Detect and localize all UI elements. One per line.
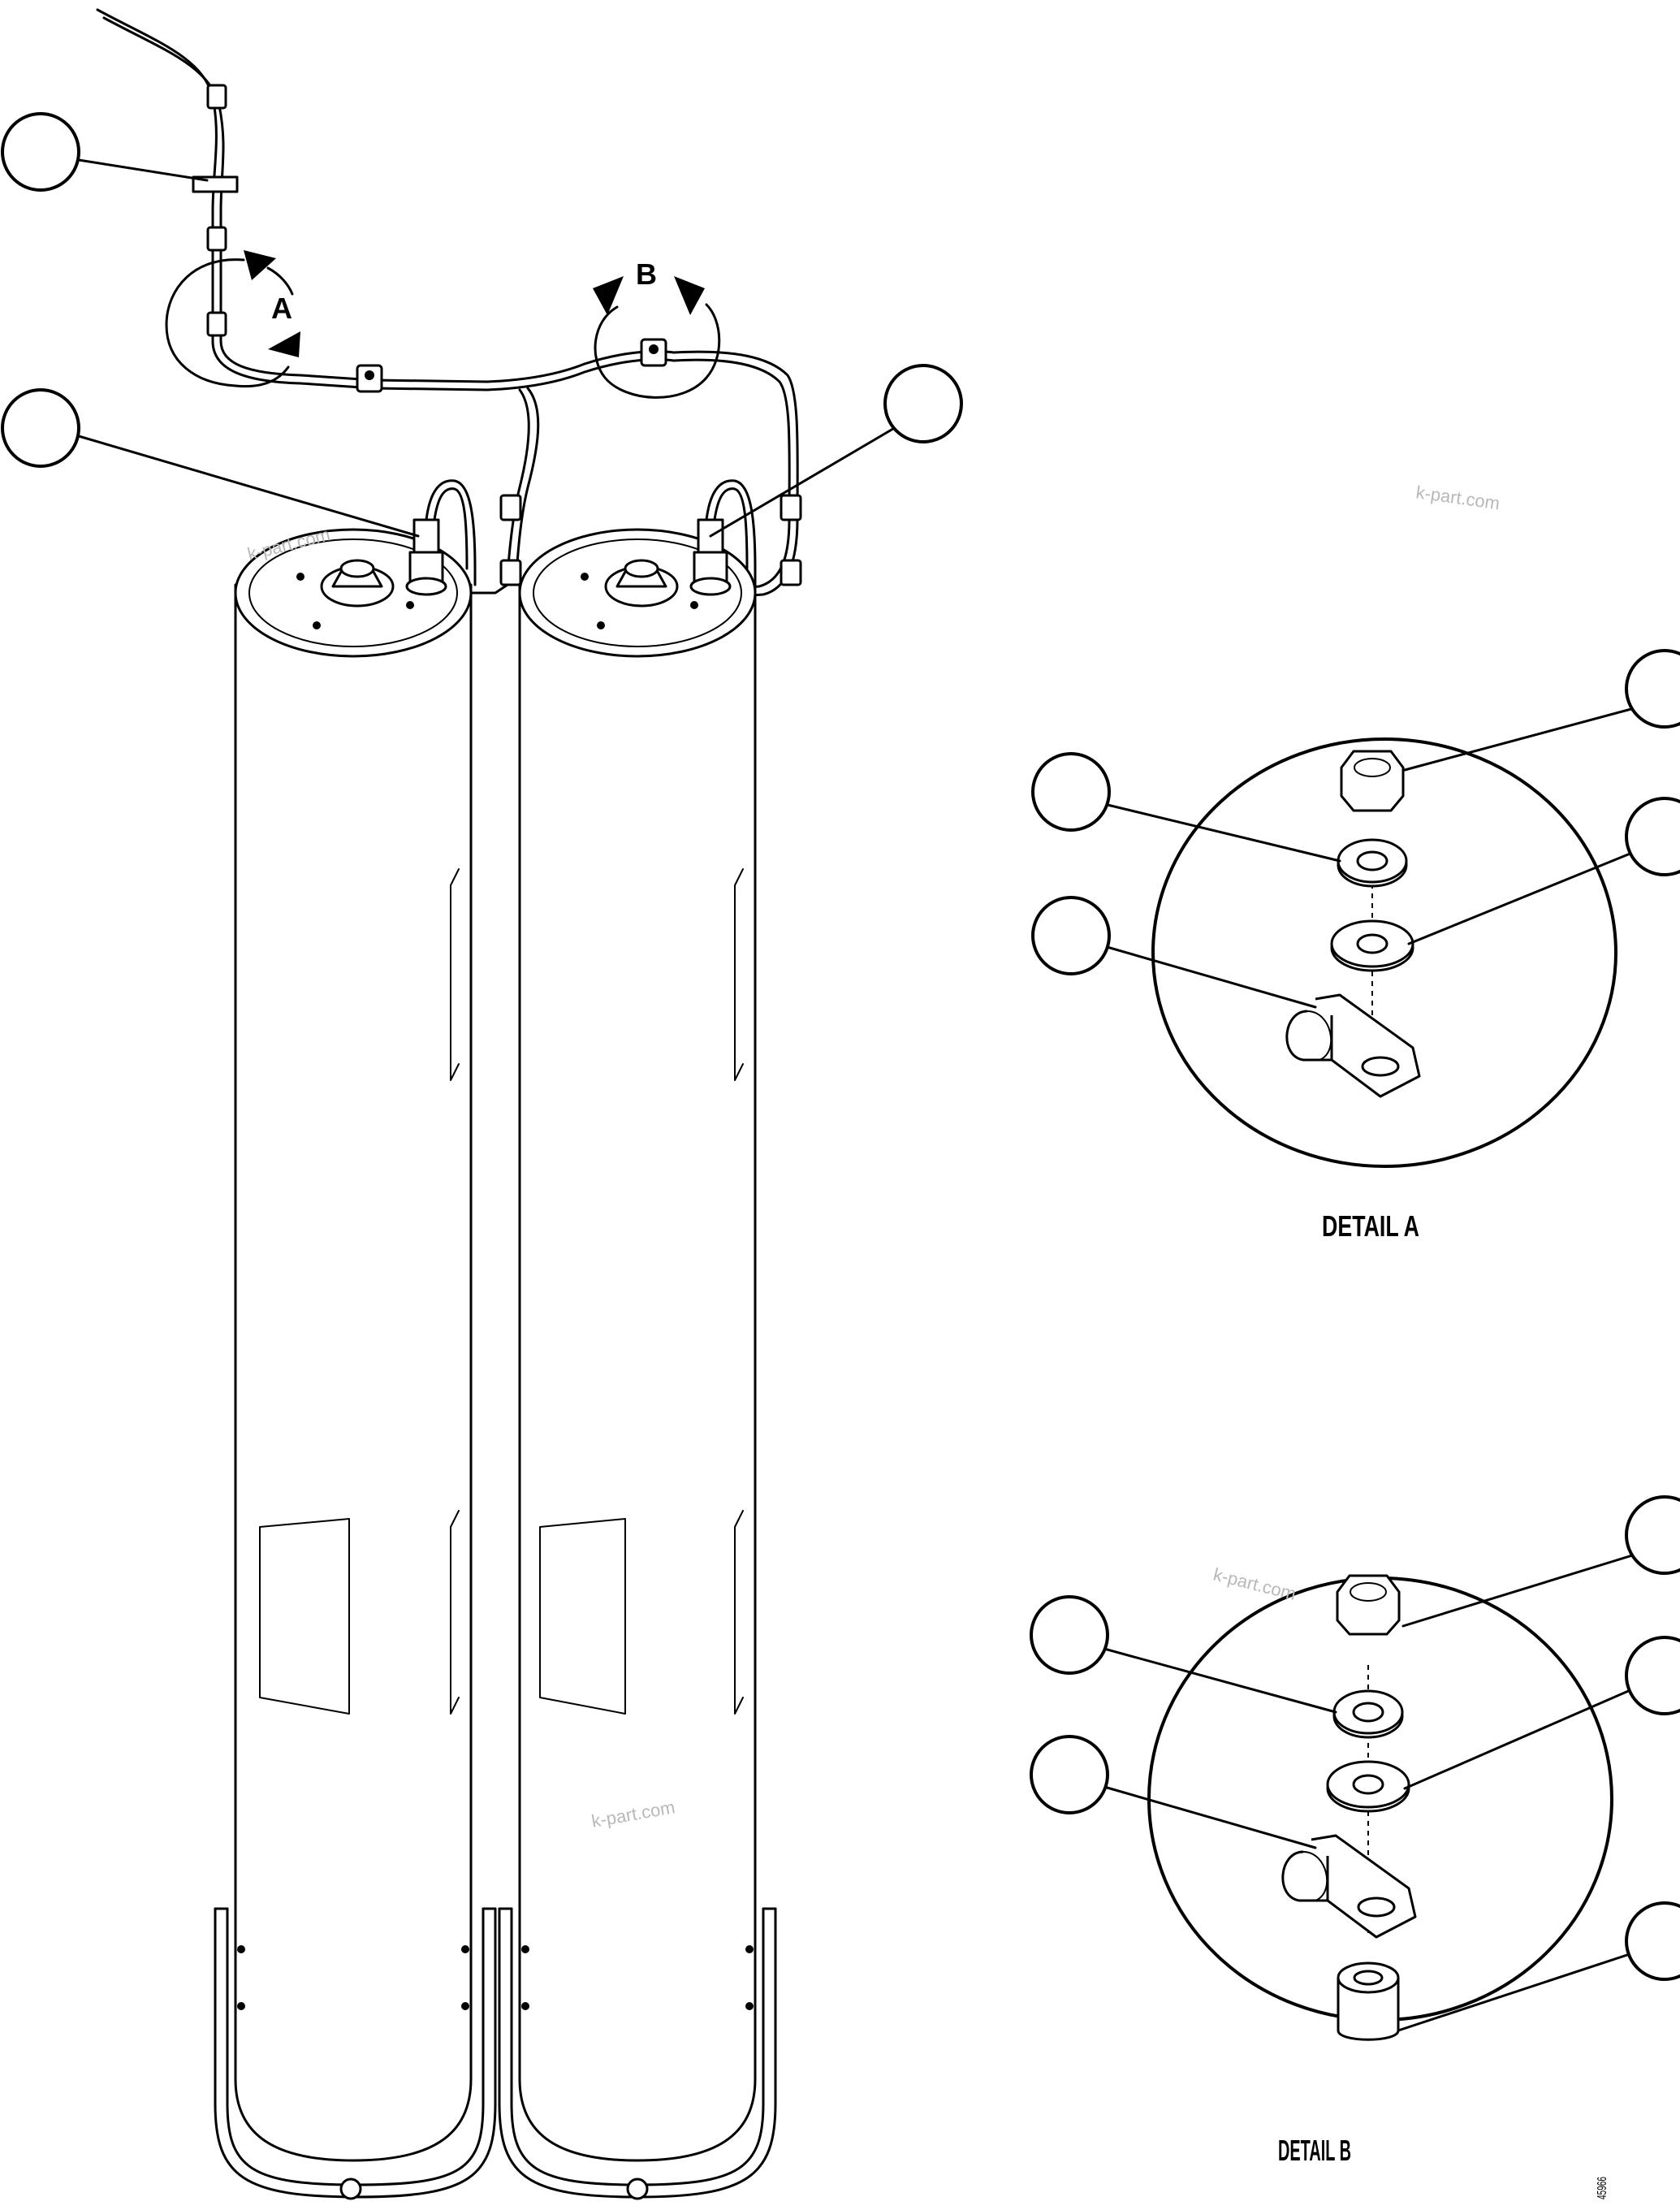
detail-a: DETAIL A	[1031, 649, 1680, 1243]
detail-a-reference: A	[165, 250, 300, 388]
figure-number: 45966	[1596, 2177, 1609, 2199]
callout-main-left	[1, 388, 420, 538]
detail-a-title: DETAIL A	[1322, 1209, 1419, 1243]
detail-b-ref-label: B	[636, 257, 657, 291]
detail-a-ref-label: A	[271, 292, 292, 325]
watermark: k-part.com	[1211, 1564, 1298, 1604]
cable-harness	[96, 8, 802, 598]
detail-b: DETAIL B	[1030, 1495, 1680, 2167]
watermark: k-part.com	[1414, 482, 1501, 513]
detail-b-reference: B	[593, 257, 721, 399]
right-cylinder	[498, 518, 777, 2200]
callout-main-right	[709, 364, 963, 538]
callout-main-top	[1, 112, 209, 192]
detail-b-title: DETAIL B	[1278, 2134, 1351, 2167]
left-cylinder	[214, 518, 497, 2200]
